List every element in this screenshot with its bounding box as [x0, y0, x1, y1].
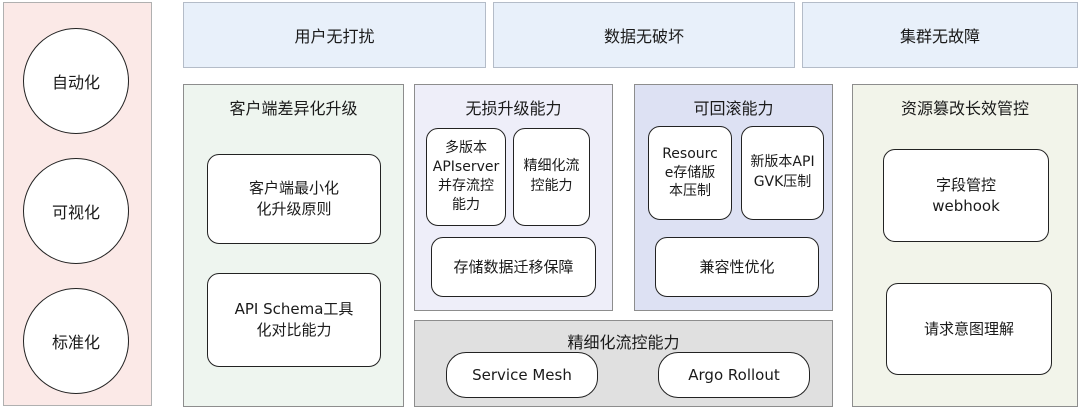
goal-no-data-damage: 数据无破坏 — [493, 2, 795, 68]
standardization-circle: 标准化 — [23, 288, 129, 394]
argo-rollout-pill: Argo Rollout — [658, 352, 810, 398]
api-schema-compare-card: API Schema工具 化对比能力 — [207, 273, 381, 367]
client-minimal-upgrade-card: 客户端最小化 化升级原则 — [207, 154, 381, 244]
multi-version-apiserver-card: 多版本 APIserver 并存流控 能力 — [426, 128, 506, 226]
compatibility-optimization-card: 兼容性优化 — [655, 237, 819, 297]
rollback-title: 可回滚能力 — [693, 99, 774, 118]
lossless-upgrade-title: 无损升级能力 — [465, 99, 562, 118]
client-upgrade-title: 客户端差异化升级 — [229, 99, 358, 118]
resource-tamper-title: 资源篡改长效管控 — [900, 99, 1029, 118]
resource-storage-version-card: Resourc e存储版 本压制 — [648, 126, 732, 220]
storage-migration-card: 存储数据迁移保障 — [431, 237, 596, 297]
visualization-circle: 可视化 — [23, 158, 129, 264]
new-api-gvk-card: 新版本API GVK压制 — [741, 126, 824, 220]
goal-no-user-disturbance: 用户无打扰 — [183, 2, 486, 68]
fine-grained-flow-control-card: 精细化流 控能力 — [513, 128, 590, 226]
request-intent-card: 请求意图理解 — [886, 283, 1052, 375]
service-mesh-pill: Service Mesh — [446, 352, 598, 398]
goal-no-cluster-failure: 集群无故障 — [802, 2, 1078, 68]
field-control-webhook-card: 字段管控 webhook — [883, 149, 1049, 242]
automation-circle: 自动化 — [23, 28, 129, 134]
traffic-control-title: 精细化流控能力 — [567, 333, 680, 352]
